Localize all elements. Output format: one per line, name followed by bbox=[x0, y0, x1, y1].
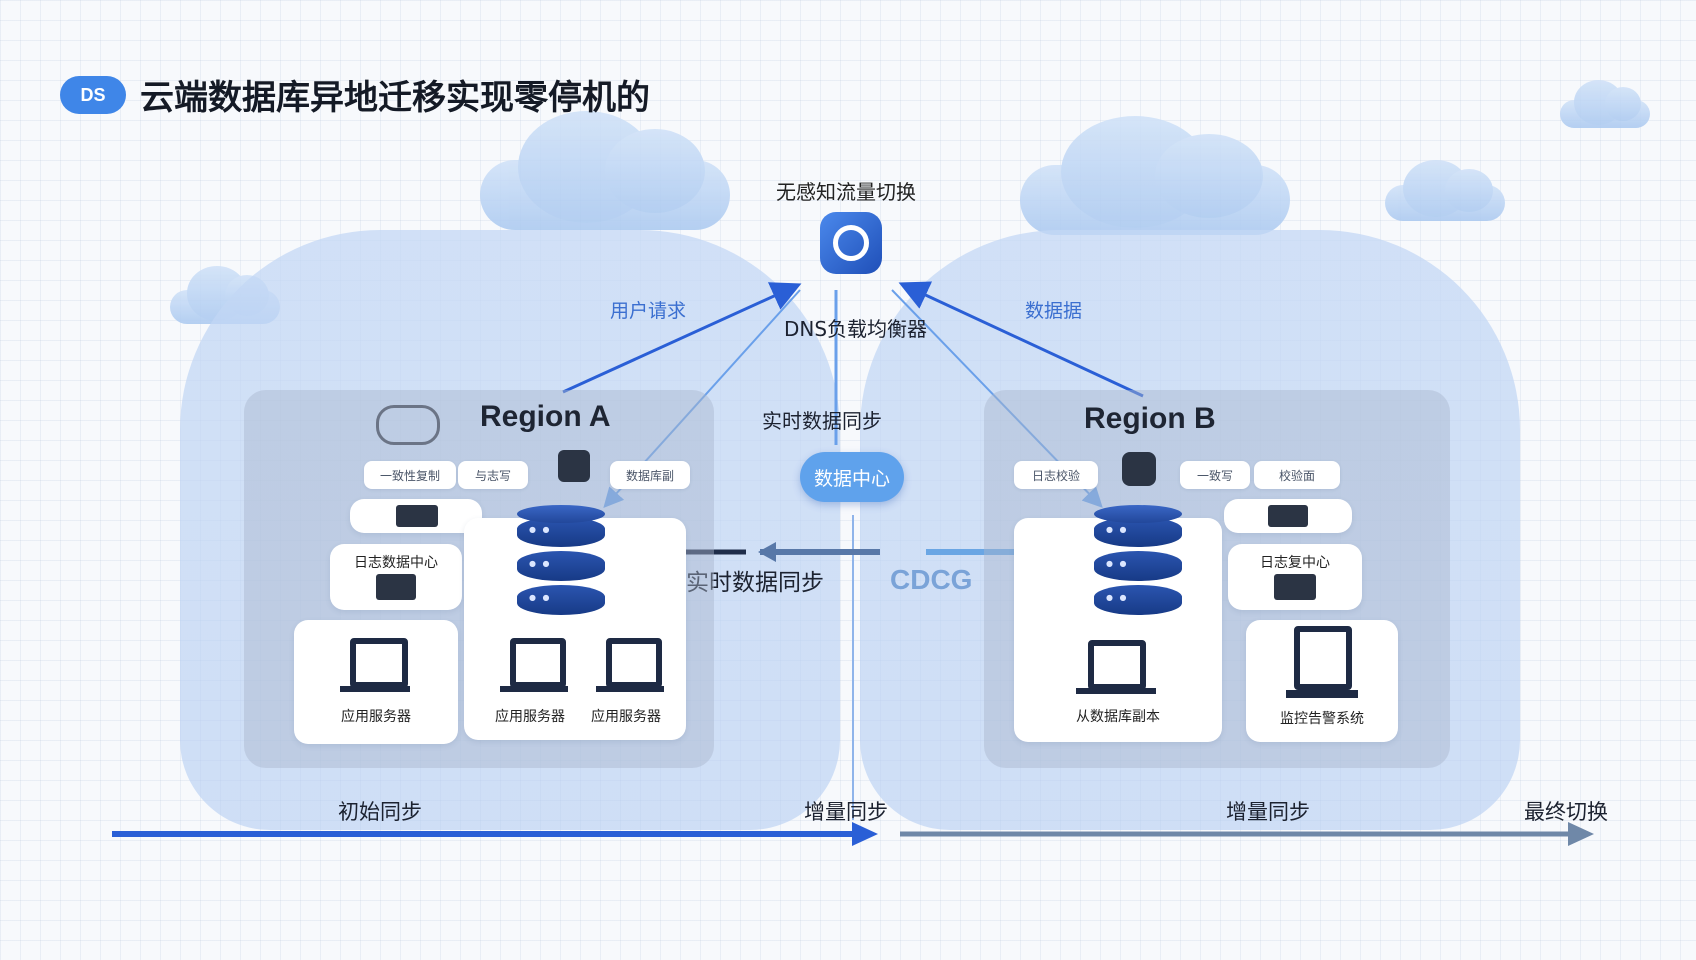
region-b-network-card bbox=[1224, 499, 1352, 533]
traffic-switch-label: 无感知流量切换 bbox=[776, 180, 916, 204]
region-a-title: Region A bbox=[480, 400, 611, 433]
region-a-log-center[interactable]: 日志数据中心 bbox=[330, 544, 462, 610]
region-a-app-server-3[interactable]: 应用服务器 bbox=[578, 620, 674, 740]
region-b-chip-consistent-write: 一致写 bbox=[1180, 461, 1250, 489]
timeline-stage-final: 最终切换 bbox=[1524, 800, 1608, 824]
region-a-database-icon bbox=[517, 505, 605, 619]
brand-logo: DS bbox=[60, 76, 126, 114]
data-hub[interactable]: 数据中心 bbox=[800, 452, 904, 502]
region-a-chip-write: 与志写 bbox=[458, 461, 528, 489]
region-b-log-center[interactable]: 日志复中心 bbox=[1228, 544, 1362, 610]
region-b-chip-log-check: 日志校验 bbox=[1014, 461, 1098, 489]
page-title: 云端数据库异地迁移实现零停机的 bbox=[140, 78, 650, 118]
region-b-chip-check: 校验面 bbox=[1254, 461, 1340, 489]
region-b-monitor-label: 监控告警系统 bbox=[1280, 711, 1364, 727]
load-balancer-icon bbox=[820, 212, 882, 274]
data-hub-label: 数据中心 bbox=[813, 467, 890, 490]
region-a-app-server-3-label: 应用服务器 bbox=[591, 709, 661, 725]
cloud-decoration bbox=[1560, 80, 1650, 128]
timeline-stage-incremental-1: 增量同步 bbox=[804, 800, 888, 824]
timeline-stage-incremental-2: 增量同步 bbox=[1226, 800, 1310, 824]
region-a-app-server-2[interactable]: 应用服务器 bbox=[482, 620, 578, 740]
region-b-title: Region B bbox=[1084, 402, 1216, 435]
region-b-monitor-card[interactable]: 监控告警系统 bbox=[1246, 620, 1398, 742]
region-a-cloud-icon bbox=[376, 405, 440, 445]
brand-logo-text: DS bbox=[80, 84, 106, 105]
cloud-decoration bbox=[1020, 116, 1290, 235]
dns-label: DNS负载均衡器 bbox=[784, 317, 928, 341]
cloud-decoration bbox=[480, 111, 730, 230]
data-sync-label: 数据据 bbox=[1025, 300, 1083, 322]
region-b-database-icon bbox=[1094, 505, 1182, 619]
realtime-sync-top-label: 实时数据同步 bbox=[762, 409, 882, 433]
region-a-server-icon bbox=[558, 450, 590, 482]
cdc-label: CDCG bbox=[890, 564, 973, 595]
region-a-app-server-2-label: 应用服务器 bbox=[495, 709, 565, 725]
region-a-chip-replica: 数据库副 bbox=[610, 461, 690, 489]
region-a-chip-consistency: 一致性复制 bbox=[364, 461, 456, 489]
timeline-stage-initial: 初始同步 bbox=[338, 800, 422, 824]
region-b-log-center-label: 日志复中心 bbox=[1260, 555, 1330, 571]
region-b-database-small-icon bbox=[1122, 452, 1156, 486]
region-b-replica-label: 从数据库副本 bbox=[1076, 709, 1160, 725]
region-a-app-server-1[interactable]: 应用服务器 bbox=[294, 620, 458, 744]
region-a-network-card bbox=[350, 499, 482, 533]
region-a-log-center-label: 日志数据中心 bbox=[354, 555, 438, 571]
user-request-label: 用户请求 bbox=[610, 300, 687, 322]
region-a-app-server-1-label: 应用服务器 bbox=[341, 709, 411, 725]
cloud-decoration bbox=[1385, 159, 1505, 221]
realtime-sync-mid-label: 实时数据同步 bbox=[686, 570, 824, 596]
